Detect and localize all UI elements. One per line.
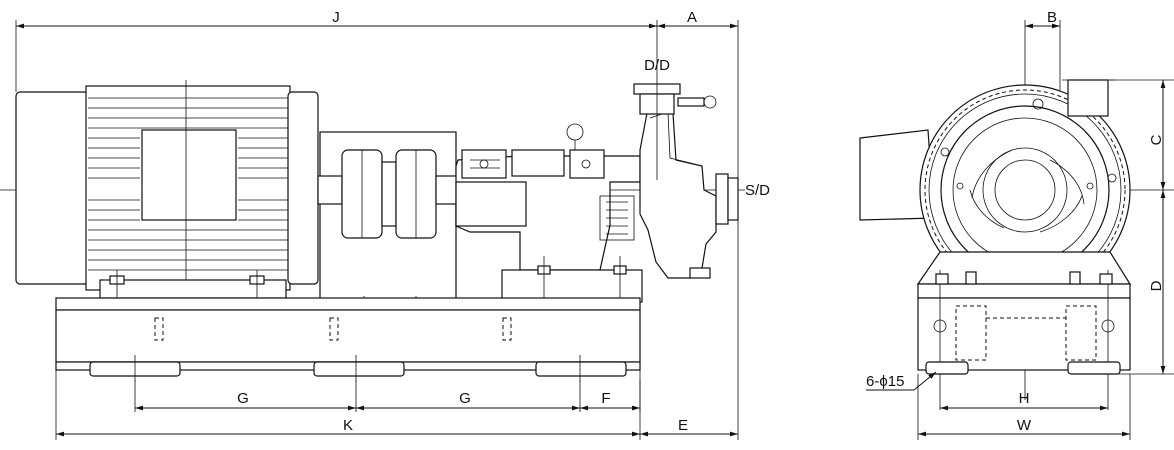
eye-bolt [566,123,584,150]
anchor-bolt-holes [933,270,1115,410]
dim-label-W: W [1017,417,1032,434]
pump-pedestal [501,269,643,303]
volute-casing [639,97,717,279]
base-plate [55,297,641,382]
front-view-dimensions [866,20,1174,440]
front-pedestal [916,251,1132,285]
side-view-dimensions [15,20,739,440]
motor-end-cover [15,91,89,285]
dim-label-G-right: G [459,390,471,407]
coupling-spider [381,161,397,227]
motor [15,80,319,310]
bracket-ventilation-slots [599,195,635,241]
side-view: J A D/D S/D G G F K E [0,9,770,440]
suction-nozzle-face [727,177,739,221]
bearing-housing-right [569,149,605,179]
motor-shaft [317,175,343,205]
base-anchor-slots [154,317,512,341]
base-top-flange [55,297,641,311]
casing-bolt-top [1032,98,1044,110]
impeller-vanes [969,149,1085,233]
bearing-housing-left [461,149,507,179]
front-foot-bolts [935,271,1113,285]
dim-label-G-left: G [237,390,249,407]
suction-bore [994,159,1056,221]
dim-label-C: C [1148,134,1165,145]
terminal-box [141,129,237,221]
base-channel [55,309,641,363]
pump-shaft [435,175,459,205]
label-bolt-holes: 6-ϕ15 [866,373,904,390]
label-suction: S/D [745,182,770,199]
foundation-pads [89,361,627,377]
front-discharge-nozzle [1067,79,1109,117]
pump-casing [633,70,739,279]
dim-label-D: D [1148,280,1165,291]
front-foundation-pads [925,361,1121,375]
dim-label-K: K [343,417,353,434]
dim-label-J: J [332,9,340,26]
dim-label-F: F [601,390,610,407]
motor-cooling-fins [88,97,288,271]
front-base-slots [955,305,1097,361]
front-view: B C D H W 6-ϕ15 [859,9,1174,440]
casing-bolts [677,95,717,279]
seal-housing [455,181,527,227]
front-base-channel [917,297,1131,371]
impeller-eye [982,147,1068,233]
bearing-cover [511,149,565,177]
suction-flange [715,173,729,225]
casing-bolt-right [1107,173,1117,183]
casing-bolt-left [940,147,950,157]
label-discharge: D/D [644,57,670,74]
coupling-assembly [317,131,459,308]
front-base-top [917,283,1131,299]
dim-label-A: A [687,9,697,26]
dim-label-H: H [1019,390,1030,407]
pump-casing-ring [940,105,1110,275]
bearing-bracket [455,123,643,312]
dim-label-B: B [1047,9,1057,26]
motor-flange [287,91,319,285]
dim-label-E: E [678,417,688,434]
